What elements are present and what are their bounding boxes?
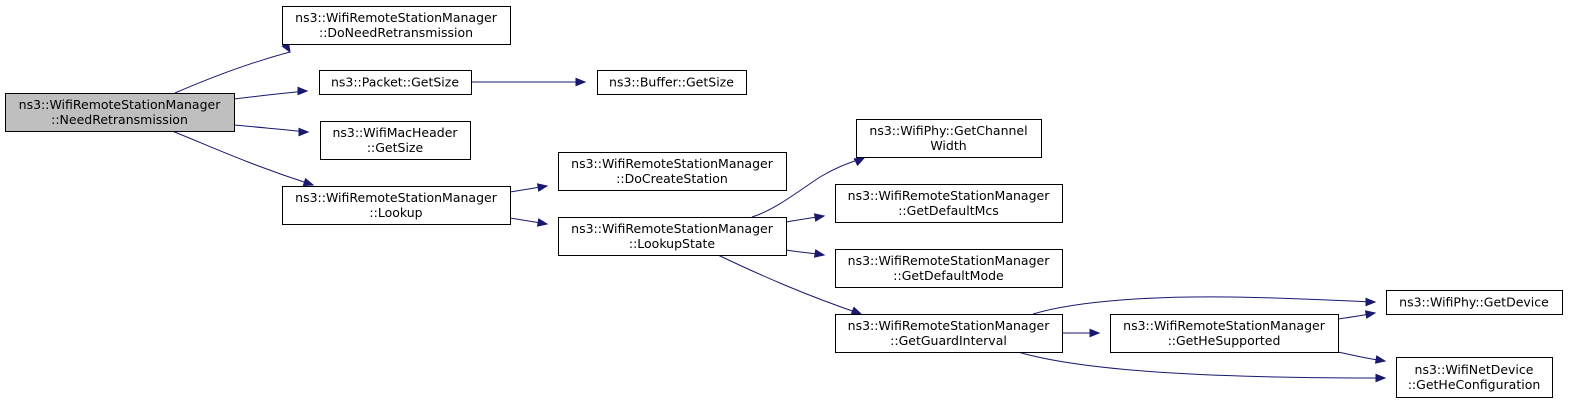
node-label-line: ns3::WifiRemoteStationManager xyxy=(571,156,774,171)
node-box xyxy=(835,314,1063,353)
edge-arrowhead xyxy=(813,213,826,222)
edge-arrowhead xyxy=(1364,310,1377,319)
node-wifiremotestationmanager-getguardinterval[interactable]: ns3::WifiRemoteStationManager::GetGuardI… xyxy=(835,314,1063,353)
node-buffer-getsize[interactable]: ns3::Buffer::GetSize xyxy=(597,70,747,95)
node-label-line: ::GetDefaultMode xyxy=(893,268,1004,283)
node-wifinetdevice-getheconfiguration[interactable]: ns3::WifiNetDevice::GetHeConfiguration xyxy=(1396,357,1553,398)
node-label-line: ns3::WifiRemoteStationManager xyxy=(295,190,498,205)
edge-arrowhead xyxy=(536,218,549,227)
edge-line xyxy=(1017,351,1386,379)
node-label-line: ns3::WifiPhy::GetDevice xyxy=(1399,295,1549,310)
node-label-line: ns3::WifiRemoteStationManager xyxy=(1123,318,1326,333)
node-wifiremotestationmanager-lookup[interactable]: ns3::WifiRemoteStationManager::Lookup xyxy=(282,186,511,225)
node-wifiremotestationmanager-getdefaultmcs[interactable]: ns3::WifiRemoteStationManager::GetDefaul… xyxy=(835,184,1063,223)
node-box xyxy=(282,6,511,45)
edge-arrowhead xyxy=(850,306,863,315)
node-label-line: ns3::WifiRemoteStationManager xyxy=(295,10,498,25)
node-box xyxy=(1110,314,1339,353)
edge-arrowhead xyxy=(1089,328,1101,338)
node-wifiremotestationmanager-lookupstate[interactable]: ns3::WifiRemoteStationManager::LookupSta… xyxy=(558,217,787,256)
edge-arrowhead xyxy=(298,127,310,137)
edge-n0-n5 xyxy=(171,130,315,187)
node-label-line: ns3::WifiMacHeader xyxy=(332,125,458,140)
node-label-line: ns3::WifiRemoteStationManager xyxy=(848,318,1051,333)
node-label-line: ns3::Buffer::GetSize xyxy=(609,75,734,90)
node-label-line: ::GetHeConfiguration xyxy=(1408,377,1541,392)
edge-n5-n7 xyxy=(509,217,549,227)
edge-n7-n9 xyxy=(785,213,826,223)
edge-line xyxy=(751,157,865,218)
node-label-line: ::Lookup xyxy=(369,205,422,220)
node-box xyxy=(319,70,472,95)
node-label-line: ::DoNeedRetransmission xyxy=(319,25,473,40)
node-label-line: ns3::WifiRemoteStationManager xyxy=(848,188,1051,203)
node-label-line: ::GetSize xyxy=(367,140,424,155)
edge-n5-n6 xyxy=(509,183,549,193)
edge-arrowhead xyxy=(536,183,549,192)
node-label-line: ns3::Packet::GetSize xyxy=(331,75,459,90)
edge-line xyxy=(717,254,862,315)
edge-n0-n4 xyxy=(233,124,310,137)
node-label-line: ::DoCreateStation xyxy=(616,171,728,186)
edge-arrowhead xyxy=(575,77,587,87)
node-label-line: ns3::WifiRemoteStationManager xyxy=(571,221,774,236)
node-wifiphy-getdevice[interactable]: ns3::WifiPhy::GetDevice xyxy=(1386,290,1563,315)
edges-layer xyxy=(171,41,1387,383)
edge-n11-n14 xyxy=(1017,351,1387,383)
edge-n11-n13 xyxy=(1032,296,1377,315)
node-box xyxy=(558,217,787,256)
edge-arrowhead xyxy=(813,249,826,258)
edge-arrowhead xyxy=(1375,373,1387,383)
node-wifiremotestationmanager-doneedretransmission[interactable]: ns3::WifiRemoteStationManager::DoNeedRet… xyxy=(282,6,511,45)
node-label-line: ns3::WifiNetDevice xyxy=(1415,362,1534,377)
node-label-line: ::GetDefaultMcs xyxy=(898,203,999,218)
edge-n11-n12 xyxy=(1061,328,1101,338)
node-box xyxy=(1386,290,1563,315)
node-wifiremotestationmanager-getdefaultmode[interactable]: ns3::WifiRemoteStationManager::GetDefaul… xyxy=(835,249,1063,288)
node-label-line: ::GetHeSupported xyxy=(1168,333,1281,348)
node-wifiremotestationmanager-needretransmission[interactable]: ns3::WifiRemoteStationManager::NeedRetra… xyxy=(5,93,235,132)
edge-arrowhead xyxy=(1365,297,1377,307)
edge-n2-n3 xyxy=(471,77,587,87)
node-box xyxy=(1396,357,1553,398)
node-label-line: ::LookupState xyxy=(629,236,716,251)
nodes-layer: ns3::WifiRemoteStationManager::NeedRetra… xyxy=(5,6,1563,398)
node-label-line: Width xyxy=(930,138,966,153)
edge-n12-n13 xyxy=(1337,310,1377,320)
node-label-line: ns3::WifiPhy::GetChannel xyxy=(869,123,1027,138)
node-wifiremotestationmanager-gethesupported[interactable]: ns3::WifiRemoteStationManager::GetHeSupp… xyxy=(1110,314,1339,353)
edge-line xyxy=(233,90,308,100)
node-label-line: ::GetGuardInterval xyxy=(890,333,1007,348)
node-box xyxy=(558,152,787,191)
node-box xyxy=(597,70,747,95)
edge-line xyxy=(174,51,291,94)
node-box xyxy=(320,121,471,160)
edge-arrowhead xyxy=(1374,355,1387,364)
edge-line xyxy=(1032,296,1376,315)
node-label-line: ::NeedRetransmission xyxy=(51,112,188,127)
edge-arrowhead xyxy=(302,177,315,187)
node-label-line: ns3::WifiRemoteStationManager xyxy=(19,97,222,112)
edge-line xyxy=(171,130,314,186)
node-box xyxy=(5,93,235,132)
edge-n0-n2 xyxy=(233,86,309,100)
node-packet-getsize[interactable]: ns3::Packet::GetSize xyxy=(319,70,472,95)
edge-n12-n14 xyxy=(1337,351,1387,364)
edge-arrowhead xyxy=(297,86,309,96)
edge-n7-n10 xyxy=(785,249,826,258)
node-box xyxy=(856,119,1042,158)
node-wifiremotestationmanager-docreatestation[interactable]: ns3::WifiRemoteStationManager::DoCreateS… xyxy=(558,152,787,191)
edge-line xyxy=(233,124,309,133)
node-label-line: ns3::WifiRemoteStationManager xyxy=(848,253,1051,268)
node-wifimacheader-getsize[interactable]: ns3::WifiMacHeader::GetSize xyxy=(320,121,471,160)
edge-n7-n8 xyxy=(751,157,866,218)
edge-arrowhead xyxy=(853,157,866,167)
node-box xyxy=(835,184,1063,223)
node-box xyxy=(835,249,1063,288)
edge-n0-n1 xyxy=(174,41,291,94)
node-box xyxy=(282,186,511,225)
